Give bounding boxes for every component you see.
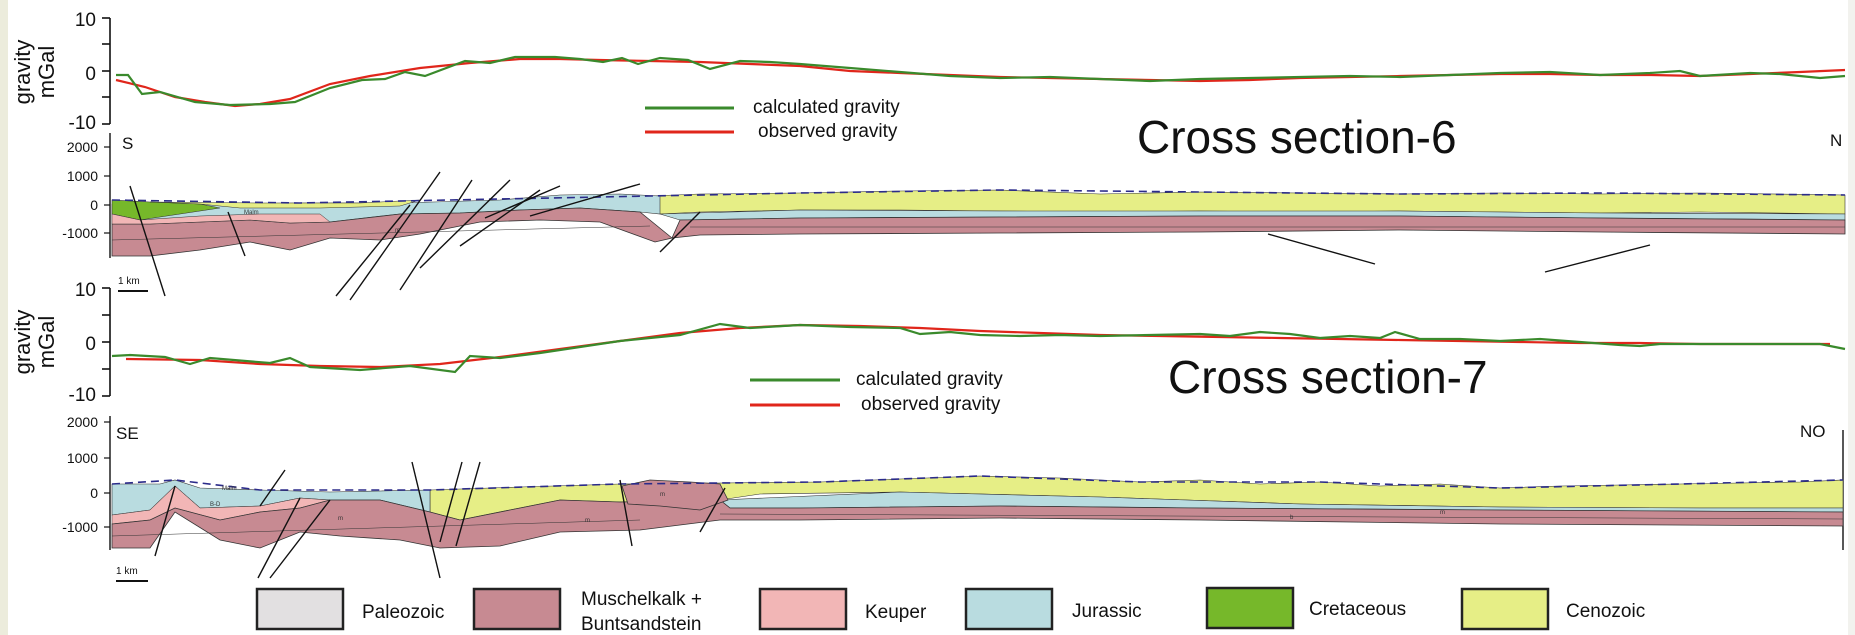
s6-left-direction: S [122, 134, 133, 153]
s7-dtick-2000: 2000 [67, 414, 98, 430]
s7-right-direction: NO [1800, 422, 1826, 441]
legend-swatch-paleozoic [257, 589, 343, 629]
s6-right-direction: N [1830, 131, 1842, 150]
s6-unit-m: m [395, 228, 400, 234]
s6-title: Cross section-6 [1137, 111, 1457, 163]
s6-scale-label: 1 km [118, 276, 140, 287]
s7-left-direction: SE [116, 424, 139, 443]
s6-legend-calc-label: calculated gravity [753, 97, 900, 118]
s6-observed-gravity-line [116, 59, 1845, 106]
s6-gtick-m10: -10 [69, 113, 96, 134]
lithology-legend: Paleozoic Muschelkalk + Buntsandstein Ke… [257, 588, 1645, 635]
s7-legend-obs-label: observed gravity [861, 394, 1001, 415]
s6-dtick-2000: 2000 [67, 139, 98, 155]
legend-swatch-cenozoic [1462, 589, 1548, 629]
s7-dtick-m1000: -1000 [62, 519, 98, 535]
legend-label-cenozoic: Cenozoic [1566, 601, 1645, 622]
left-strip [0, 0, 8, 635]
s6-legend-obs-label: observed gravity [758, 121, 898, 142]
s7-unit-m4: m [1440, 510, 1445, 516]
s6-calculated-gravity-line [116, 57, 1845, 105]
s6-gtick-0: 0 [85, 64, 96, 85]
s7-scale-label: 1 km [116, 566, 138, 577]
section7-profile: 2000 1000 0 -1000 SE NO [62, 414, 1843, 582]
s6-scale-bar [118, 290, 148, 292]
s7-dtick-1000: 1000 [67, 450, 98, 466]
section6-gravity-panel: 10 0 -10 gravity mGal calculated gravity… [10, 10, 1845, 142]
s7-scale-bar [116, 580, 148, 582]
s7-unit-m2: m [585, 518, 590, 524]
s7-dtick-0: 0 [90, 485, 98, 501]
s7-gtick-0: 0 [85, 334, 96, 355]
s7-unit-m1: m [338, 516, 343, 522]
s7-gtick-m10: -10 [69, 385, 96, 406]
s6-dtick-0: 0 [90, 197, 98, 213]
s7-unit-malm: Malm [222, 486, 237, 492]
right-strip [1848, 0, 1855, 635]
legend-swatch-keuper [760, 589, 846, 629]
legend-swatch-jurassic [966, 589, 1052, 629]
s6-dtick-m1000: -1000 [62, 225, 98, 241]
s7-gtick-10: 10 [75, 280, 96, 301]
legend-label-jurassic: Jurassic [1072, 601, 1142, 622]
s7-gravity-ylabel-1: gravity [10, 310, 35, 375]
s6-gtick-10: 10 [75, 10, 96, 31]
s6-gravity-ylabel-1: gravity [10, 40, 35, 105]
legend-label-keuper: Keuper [865, 602, 927, 623]
s7-title: Cross section-7 [1168, 351, 1488, 403]
legend-label-cretaceous: Cretaceous [1309, 599, 1406, 620]
s7-gravity-ylabel-2: mGal [34, 316, 59, 369]
legend-swatch-muschelkalk [474, 589, 560, 629]
s7-legend-calc-label: calculated gravity [856, 369, 1003, 390]
legend-label-paleozoic: Paleozoic [362, 602, 444, 623]
legend-swatch-cretaceous [1207, 588, 1293, 628]
s6-gravity-ylabel-2: mGal [34, 46, 59, 99]
s7-unit-m3: m [660, 492, 665, 498]
s7-observed-gravity-line [126, 325, 1830, 367]
section7-gravity-panel: 10 0 -10 gravity mGal calculated gravity… [10, 280, 1845, 415]
legend-label-muschelkalk-1: Muschelkalk + [581, 589, 702, 610]
s7-unit-bd: B-D [210, 502, 221, 508]
legend-label-muschelkalk-2: Buntsandstein [581, 614, 701, 635]
section6-profile: 2000 1000 0 -1000 S N [62, 131, 1845, 300]
s6-dtick-1000: 1000 [67, 168, 98, 184]
s6-unit-malm: Malm [244, 210, 259, 216]
